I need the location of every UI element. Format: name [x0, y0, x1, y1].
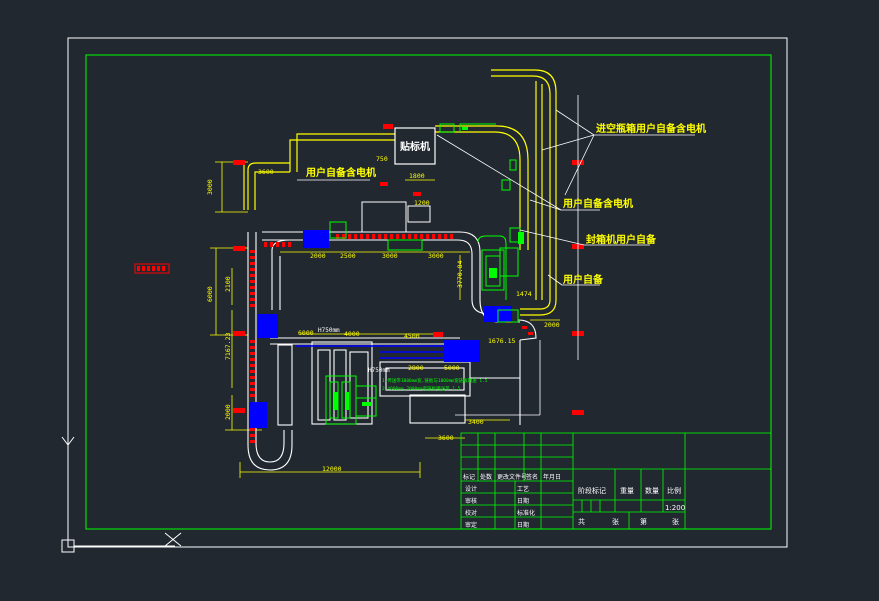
dim-1200: 1200 — [414, 199, 430, 207]
leader-lines — [297, 95, 695, 416]
tb-mid-standard: 标准化 — [517, 509, 535, 517]
tb-stage-label: 阶段标记 — [578, 486, 606, 495]
dim-3400: 3400 — [468, 418, 484, 426]
tb-header-4: 年月日 — [543, 473, 561, 481]
tb-header-3: 签名 — [526, 473, 538, 481]
annotation-sealer: 封箱机用户自备 — [586, 233, 657, 246]
annotation-user-motor-top: 用户自备含电机 — [305, 166, 376, 179]
dim-1800: 1800 — [409, 172, 425, 180]
tb-qty-label: 数量 — [645, 486, 659, 495]
tb-mid-process: 工艺 — [517, 485, 529, 493]
labeler-label: 贴标机 — [399, 140, 430, 153]
dim-3600: 3600 — [258, 168, 274, 176]
tb-weight-label: 重量 — [620, 487, 634, 495]
tb-header-0: 标记 — [463, 473, 475, 481]
dim-3000-mid: 3000 — [382, 252, 398, 260]
notes: 1.传送带1000mm宽,链板与1000mm宽链板输送 1.5 2.4000mm… — [382, 377, 488, 392]
tb-header-2: 更改文件号 — [497, 473, 527, 481]
dim-2100: 2100 — [224, 276, 232, 292]
dim-2500: 2500 — [340, 252, 356, 260]
dim-5000: 5000 — [444, 364, 460, 372]
outer-frame — [67, 37, 788, 548]
tb-sheet-unit: 张 — [612, 517, 619, 526]
dim-2800: 2800 — [408, 364, 424, 372]
ucs-icon — [61, 436, 182, 553]
green-detail-fills — [334, 127, 524, 410]
green-machinery — [325, 123, 521, 425]
tb-row-design: 设计 — [465, 485, 477, 493]
note-line-1: 1.传送带1000mm宽,链板与1000mm宽链板输送 1.5 — [382, 377, 488, 384]
dim-4000: 4000 — [344, 330, 360, 338]
dim-4500: 4500 — [404, 332, 420, 340]
dim-2000-r: 2000 — [544, 321, 560, 329]
dim-3000-left: 3000 — [206, 179, 214, 195]
drawing-border — [85, 54, 772, 530]
title-block — [460, 432, 772, 530]
legend-block — [134, 263, 170, 274]
dim-6000-b: 6000 — [298, 329, 314, 337]
dim-750: 750 — [376, 155, 388, 163]
tb-sheet-unit2: 张 — [672, 517, 679, 526]
dimension-labels: 3600 3000 750 1800 1200 2000 2500 3000 3… — [206, 155, 560, 473]
dim-3600-bot: 3600 — [438, 434, 454, 442]
main-conveyor-loop — [247, 231, 537, 471]
dim-1676: 1676.15 — [488, 337, 515, 345]
tb-header-1: 处数 — [480, 473, 492, 481]
dim-6000: 6000 — [206, 286, 214, 302]
tb-row-approve: 审定 — [465, 521, 477, 529]
dim-7167: 7167.23 — [224, 333, 232, 360]
dim-12000: 12000 — [322, 465, 342, 473]
tb-mid-date: 日期 — [517, 497, 529, 505]
annotation-vacuum-feeder: 进空瓶箱用户自备含电机 — [596, 122, 706, 135]
dim-h750-a: H750mm — [318, 327, 340, 334]
dim-2000-left: 2000 — [224, 404, 232, 420]
tb-sheet-total: 共 — [578, 517, 585, 526]
tb-row-check: 校对 — [465, 509, 477, 517]
dim-2000: 2000 — [310, 252, 326, 260]
annotation-user-motor-right: 用户自备含电机 — [562, 197, 633, 210]
tb-sheet-no: 第 — [640, 517, 647, 526]
blue-conveyor-lines — [296, 345, 444, 359]
tb-scale-value: 1:200 — [665, 504, 685, 512]
dim-3770: 3770.84 — [456, 261, 464, 288]
labeler-machine: 贴标机 — [394, 127, 436, 165]
dim-1474: 1474 — [516, 290, 532, 298]
note-line-2: 2.4000mm,2000mm宽链板输送带 1.5 — [382, 385, 461, 392]
tb-mid-date2: 日期 — [517, 521, 529, 529]
annotation-user-supply: 用户自备 — [562, 273, 604, 286]
dim-3000-r: 3000 — [428, 252, 444, 260]
tb-row-review: 审核 — [465, 497, 477, 505]
filler-machine — [361, 201, 431, 233]
height-labels: H750mm H750mm — [318, 327, 390, 374]
dim-h750-b: H750mm — [368, 367, 390, 374]
tb-scale-label: 比例 — [667, 486, 681, 495]
title-block-text: 标记 处数 更改文件号 签名 年月日 设计 审核 校对 审定 工艺 日期 标准化… — [463, 473, 685, 529]
